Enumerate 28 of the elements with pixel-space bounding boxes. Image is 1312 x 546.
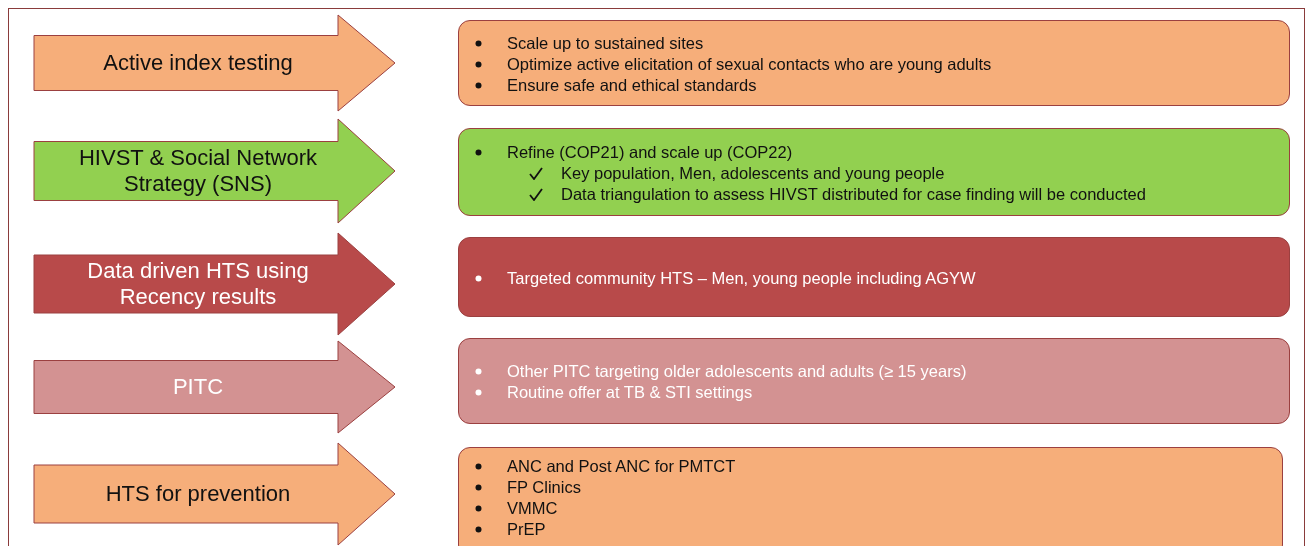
bullet-list-box [458,237,1290,317]
bullet-text: FP Clinics [507,478,581,496]
bullet-text: Ensure safe and ethical standards [507,75,757,94]
arrow-shape [33,118,396,224]
arrow-label: PITC [172,374,224,400]
bullet-text: Other PITC targeting older adolescents and adults (≥ 15 years) [507,362,967,380]
bullet-text: VMMC [507,499,558,517]
bullet-text: Optimize active elicitation of sexual contacts who are young adults [507,54,992,73]
arrow-label: HTS for prevention [105,481,291,507]
bullet-list-box [458,447,1283,546]
bullet-text: ANC and Post ANC for PMTCT [507,457,736,475]
bullet-text: Scale up to sustained sites [507,33,704,52]
bullet-text: Refine (COP21) and scale up (COP22) [507,142,793,161]
arrow-shape [33,232,396,336]
bullet-text: Data triangulation to assess HIVST distributed for case finding will be conducted [561,184,1146,203]
bullet-text: Key population, Men, adolescents and young people [561,163,945,182]
bullet-list-box [458,338,1290,424]
arrow-shape [33,340,396,434]
arrow-label: HIVST & Social Network Strategy (SNS) [78,145,318,197]
bullet-text: Routine offer at TB & STI settings [507,383,753,401]
arrow-label: Active index testing [103,50,293,76]
bullet-list-box [458,128,1290,216]
bullet-text: PrEP [507,520,546,538]
bullet-text: Targeted community HTS – Men, young people including AGYW [507,268,976,287]
arrow-shape [33,14,396,112]
arrow-shape [33,442,396,546]
arrow-label: Data driven HTS using Recency results [86,258,310,310]
bullet-list-box [458,20,1290,106]
